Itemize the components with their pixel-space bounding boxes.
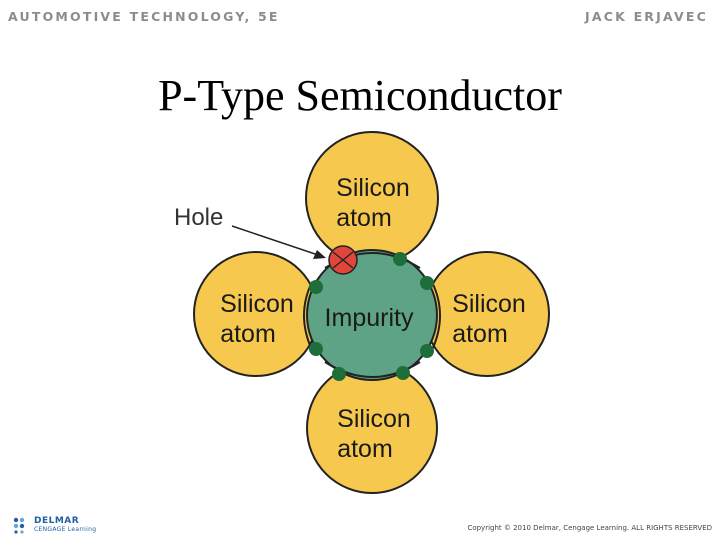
copyright-notice: Copyright © 2010 Delmar, Cengage Learnin…	[467, 524, 712, 532]
electron	[332, 367, 346, 381]
electron	[396, 366, 410, 380]
atom-right-line1: Silicon	[452, 290, 526, 318]
atom-right-line2: atom	[452, 320, 508, 348]
hole-pointer-arrowhead	[313, 250, 326, 259]
bond-arc-bottom	[324, 361, 421, 378]
electron	[393, 252, 407, 266]
impurity-label: Impurity	[325, 304, 414, 332]
logo-main-text: DELMAR	[34, 516, 80, 526]
atom-left-line1: Silicon	[220, 290, 294, 318]
delmar-logo-icon	[13, 517, 25, 534]
impurity-atom	[306, 249, 438, 381]
electron	[309, 280, 323, 294]
atom-top-line1: Silicon	[336, 174, 410, 202]
electron	[309, 342, 323, 356]
hole-marker	[328, 245, 358, 275]
logo-sub-text: CENGAGE Learning	[34, 526, 97, 533]
hole-label: Hole	[174, 204, 223, 231]
atom-bottom-line2: atom	[337, 435, 393, 463]
bond-arc-right	[431, 281, 441, 351]
author-name: JACK ERJAVEC	[585, 9, 708, 24]
hole-pointer-line	[231, 225, 319, 256]
atom-bottom-line1: Silicon	[337, 405, 411, 433]
electron	[420, 344, 434, 358]
book-title: AUTOMOTIVE TECHNOLOGY, 5E	[8, 9, 280, 24]
atom-left-line2: atom	[220, 320, 276, 348]
atom-top-line2: atom	[336, 204, 392, 232]
publisher-logo: DELMAR CENGAGE Learning	[12, 514, 152, 538]
electron	[420, 276, 434, 290]
slide-title: P-Type Semiconductor	[158, 71, 562, 120]
